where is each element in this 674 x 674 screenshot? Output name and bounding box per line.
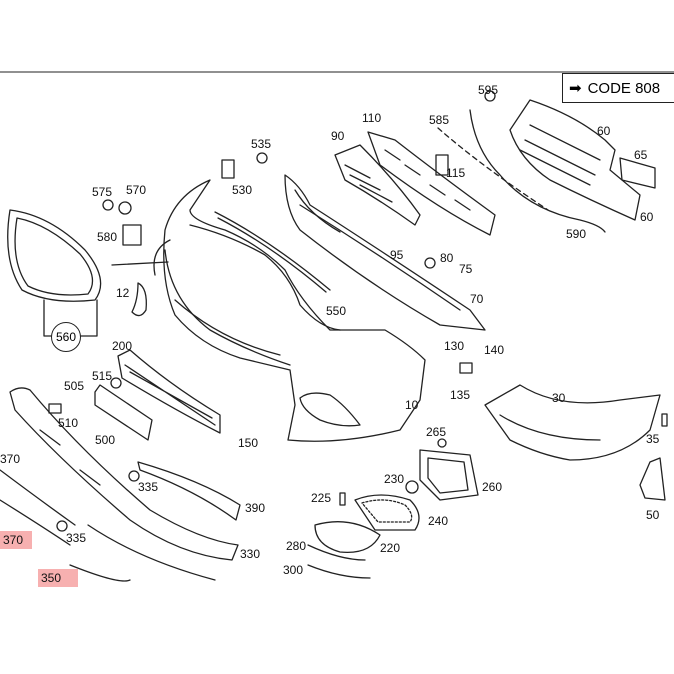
callout-575: 575 bbox=[92, 185, 113, 199]
callout-70: 70 bbox=[470, 292, 484, 306]
callout-75: 75 bbox=[459, 262, 473, 276]
part-550-moulding bbox=[214, 211, 331, 291]
part-12-bracket bbox=[111, 261, 169, 317]
callout-330: 330 bbox=[240, 547, 261, 561]
callout-230: 230 bbox=[384, 472, 405, 486]
callout-510: 510 bbox=[58, 416, 79, 430]
part-370-trim bbox=[9, 387, 239, 561]
callout-150: 150 bbox=[238, 436, 259, 450]
callout-505: 505 bbox=[64, 379, 85, 393]
callout-35: 35 bbox=[646, 432, 660, 446]
part-585-line bbox=[437, 127, 549, 211]
part-90-upper-grille bbox=[334, 144, 421, 226]
part-390-strip bbox=[137, 461, 241, 521]
callout-570: 570 bbox=[126, 183, 147, 197]
callout-260: 260 bbox=[482, 480, 503, 494]
callout-590: 590 bbox=[566, 227, 587, 241]
callout-225: 225 bbox=[311, 491, 332, 505]
arrow-right-icon: ➡ bbox=[569, 80, 582, 97]
callout-560: 560 bbox=[51, 322, 81, 352]
part-220-mesh bbox=[314, 521, 381, 554]
part-150-crossmember bbox=[284, 174, 486, 331]
part-560-grille-frame bbox=[7, 209, 102, 337]
callout-335b: 335 bbox=[66, 531, 87, 545]
code-text: CODE 808 bbox=[587, 79, 661, 97]
callout-220: 220 bbox=[380, 541, 401, 555]
part-60-absorber bbox=[509, 99, 656, 221]
callout-300: 300 bbox=[283, 563, 304, 577]
callout-585: 585 bbox=[429, 113, 450, 127]
part-10-bumper-cover bbox=[153, 179, 426, 442]
callout-580: 580 bbox=[97, 230, 118, 244]
callout-280: 280 bbox=[286, 539, 307, 553]
part-500-panel bbox=[94, 384, 153, 441]
callout-500: 500 bbox=[95, 433, 116, 447]
callout-550: 550 bbox=[326, 304, 347, 318]
callout-10: 10 bbox=[405, 398, 419, 412]
callout-515: 515 bbox=[92, 369, 113, 383]
callout-335a: 335 bbox=[138, 480, 159, 494]
part-260-fog-frame bbox=[419, 449, 479, 501]
callout-50: 50 bbox=[646, 508, 660, 522]
callout-60b: 60 bbox=[640, 210, 654, 224]
part-200-lower-grille bbox=[117, 349, 221, 434]
highlight-350: 350 bbox=[38, 569, 78, 587]
callout-140: 140 bbox=[484, 343, 505, 357]
part-370-strip bbox=[0, 469, 76, 546]
part-110-support bbox=[367, 131, 496, 236]
callout-110: 110 bbox=[362, 111, 382, 125]
part-550-moulding-inner bbox=[217, 217, 327, 293]
callout-530: 530 bbox=[232, 183, 253, 197]
highlight-370: 370 bbox=[0, 531, 32, 549]
fasteners bbox=[48, 90, 668, 532]
callout-265: 265 bbox=[426, 425, 447, 439]
part-30-bracket bbox=[484, 384, 661, 461]
callout-80: 80 bbox=[440, 251, 454, 265]
part-350-trim bbox=[69, 524, 216, 582]
callout-130: 130 bbox=[444, 339, 465, 353]
callout-240: 240 bbox=[428, 514, 449, 528]
callout-115: 115 bbox=[446, 166, 466, 180]
part-240-fog-grille bbox=[354, 494, 420, 531]
code-808-box: ➡ CODE 808 bbox=[562, 73, 674, 103]
part-50-bracket bbox=[639, 457, 666, 501]
callout-535: 535 bbox=[251, 137, 272, 151]
callout-12: 12 bbox=[116, 286, 130, 300]
callout-370: 370 bbox=[0, 452, 21, 466]
callout-60a: 60 bbox=[597, 124, 611, 138]
callout-30: 30 bbox=[552, 391, 566, 405]
part-590-cable bbox=[469, 109, 606, 233]
callout-135: 135 bbox=[450, 388, 471, 402]
part-280-300-strips bbox=[307, 544, 371, 579]
callout-90: 90 bbox=[331, 129, 345, 143]
callout-200: 200 bbox=[112, 339, 133, 353]
callout-595: 595 bbox=[478, 83, 499, 97]
callout-65: 65 bbox=[634, 148, 648, 162]
callout-95: 95 bbox=[390, 248, 404, 262]
callout-390: 390 bbox=[245, 501, 266, 515]
